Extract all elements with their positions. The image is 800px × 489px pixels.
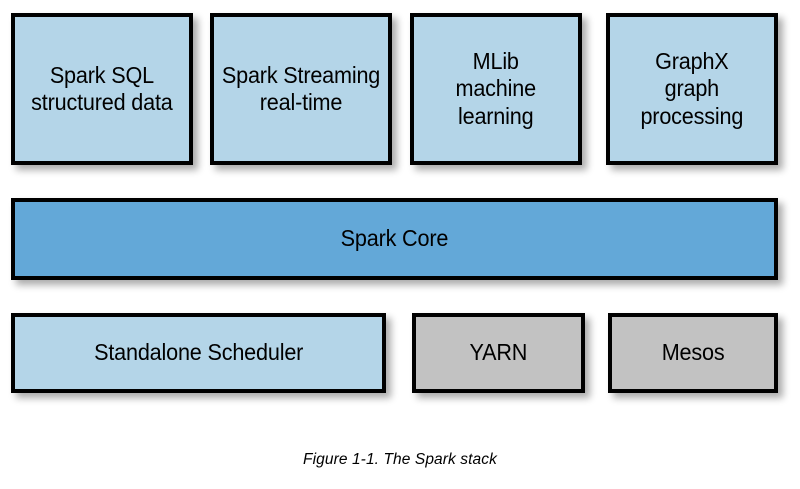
component-box-graphx: GraphX graph processing xyxy=(606,13,778,165)
component-box-spark-streaming-label: Spark Streaming real-time xyxy=(221,61,381,115)
component-box-spark-sql: Spark SQL structured data xyxy=(11,13,193,165)
component-box-spark-streaming: Spark Streaming real-time xyxy=(210,13,392,165)
scheduler-box-mesos-label: Mesos xyxy=(661,339,725,366)
scheduler-box-yarn-label: YARN xyxy=(469,339,528,366)
core-box-spark-core-label: Spark Core xyxy=(340,225,449,252)
scheduler-box-mesos: Mesos xyxy=(608,313,778,393)
figure-caption: Figure 1-1. The Spark stack xyxy=(303,451,497,468)
component-box-mllib-label: MLib machine learning xyxy=(455,48,537,129)
component-box-graphx-label: GraphX graph processing xyxy=(640,48,744,129)
scheduler-box-standalone-scheduler-label: Standalone Scheduler xyxy=(93,339,304,366)
core-box-spark-core: Spark Core xyxy=(11,198,778,280)
component-box-mllib: MLib machine learning xyxy=(410,13,582,165)
scheduler-box-standalone-scheduler: Standalone Scheduler xyxy=(11,313,386,393)
scheduler-box-yarn: YARN xyxy=(412,313,585,393)
component-box-spark-sql-label: Spark SQL structured data xyxy=(31,61,173,115)
